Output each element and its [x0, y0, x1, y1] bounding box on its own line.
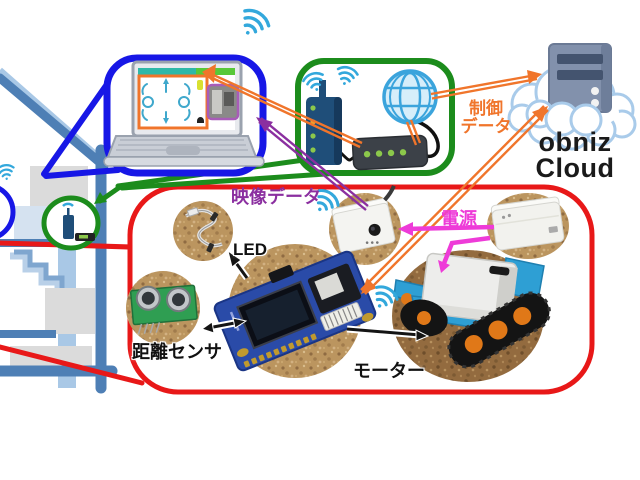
obniz-cloud-logo: obniz Cloud [520, 127, 630, 183]
led-label: LED [233, 240, 267, 259]
modem [351, 134, 429, 171]
wifi-icon-router-left [302, 71, 324, 91]
wifi-icon-laptop [243, 8, 271, 35]
wifi-icon-left-edge [0, 164, 15, 180]
video-data-label: 映像データ [231, 187, 321, 207]
robot-body-box [420, 252, 518, 324]
obniz-brand-text: obniz [538, 127, 612, 157]
wifi-icon-video [316, 189, 340, 212]
video-data-arrow [256, 117, 369, 211]
green-arrowhead [94, 192, 107, 204]
distance-sensor-label: 距離センサ [132, 342, 222, 362]
mini-router [63, 215, 74, 239]
left-device-circle [0, 186, 16, 238]
board-cloud-arrow [360, 105, 549, 295]
control-data-line2: データ [460, 116, 512, 136]
obniz-product-text: Cloud [535, 152, 615, 183]
photo-distance-sensor [126, 271, 200, 345]
led-widget-icon [197, 80, 203, 90]
internet-globe-icon [382, 69, 438, 125]
control-data-arrow [202, 64, 542, 149]
power-arrow-robot [438, 235, 491, 273]
power-arrow-camera [398, 222, 495, 236]
buzzer-widget-icon [197, 117, 204, 123]
photo-robot [392, 250, 551, 382]
server-tower [548, 43, 612, 113]
motor-label: モーター [353, 361, 425, 381]
camera-view-thumbnail [206, 83, 240, 121]
laptop-callout [41, 54, 267, 179]
wifi-icon-router-right [336, 66, 359, 85]
router-location-marker [41, 195, 101, 251]
robot-right-track [447, 291, 551, 369]
led-arrow [227, 249, 250, 281]
mini-wifi-icon [62, 202, 74, 207]
control-data-label: 制御 データ [448, 100, 524, 136]
lan-callout-box [295, 58, 455, 176]
photo-led [173, 201, 233, 261]
distance-sensor-arrow [200, 317, 248, 334]
photo-battery [487, 193, 569, 259]
wifi-icon-board [374, 285, 399, 308]
power-label: 電源 [441, 209, 477, 229]
obniz-cloud [507, 43, 637, 151]
control-data-line1: 制御 [469, 99, 503, 118]
robot-left-track [400, 299, 448, 337]
motor-arrow [346, 325, 430, 342]
